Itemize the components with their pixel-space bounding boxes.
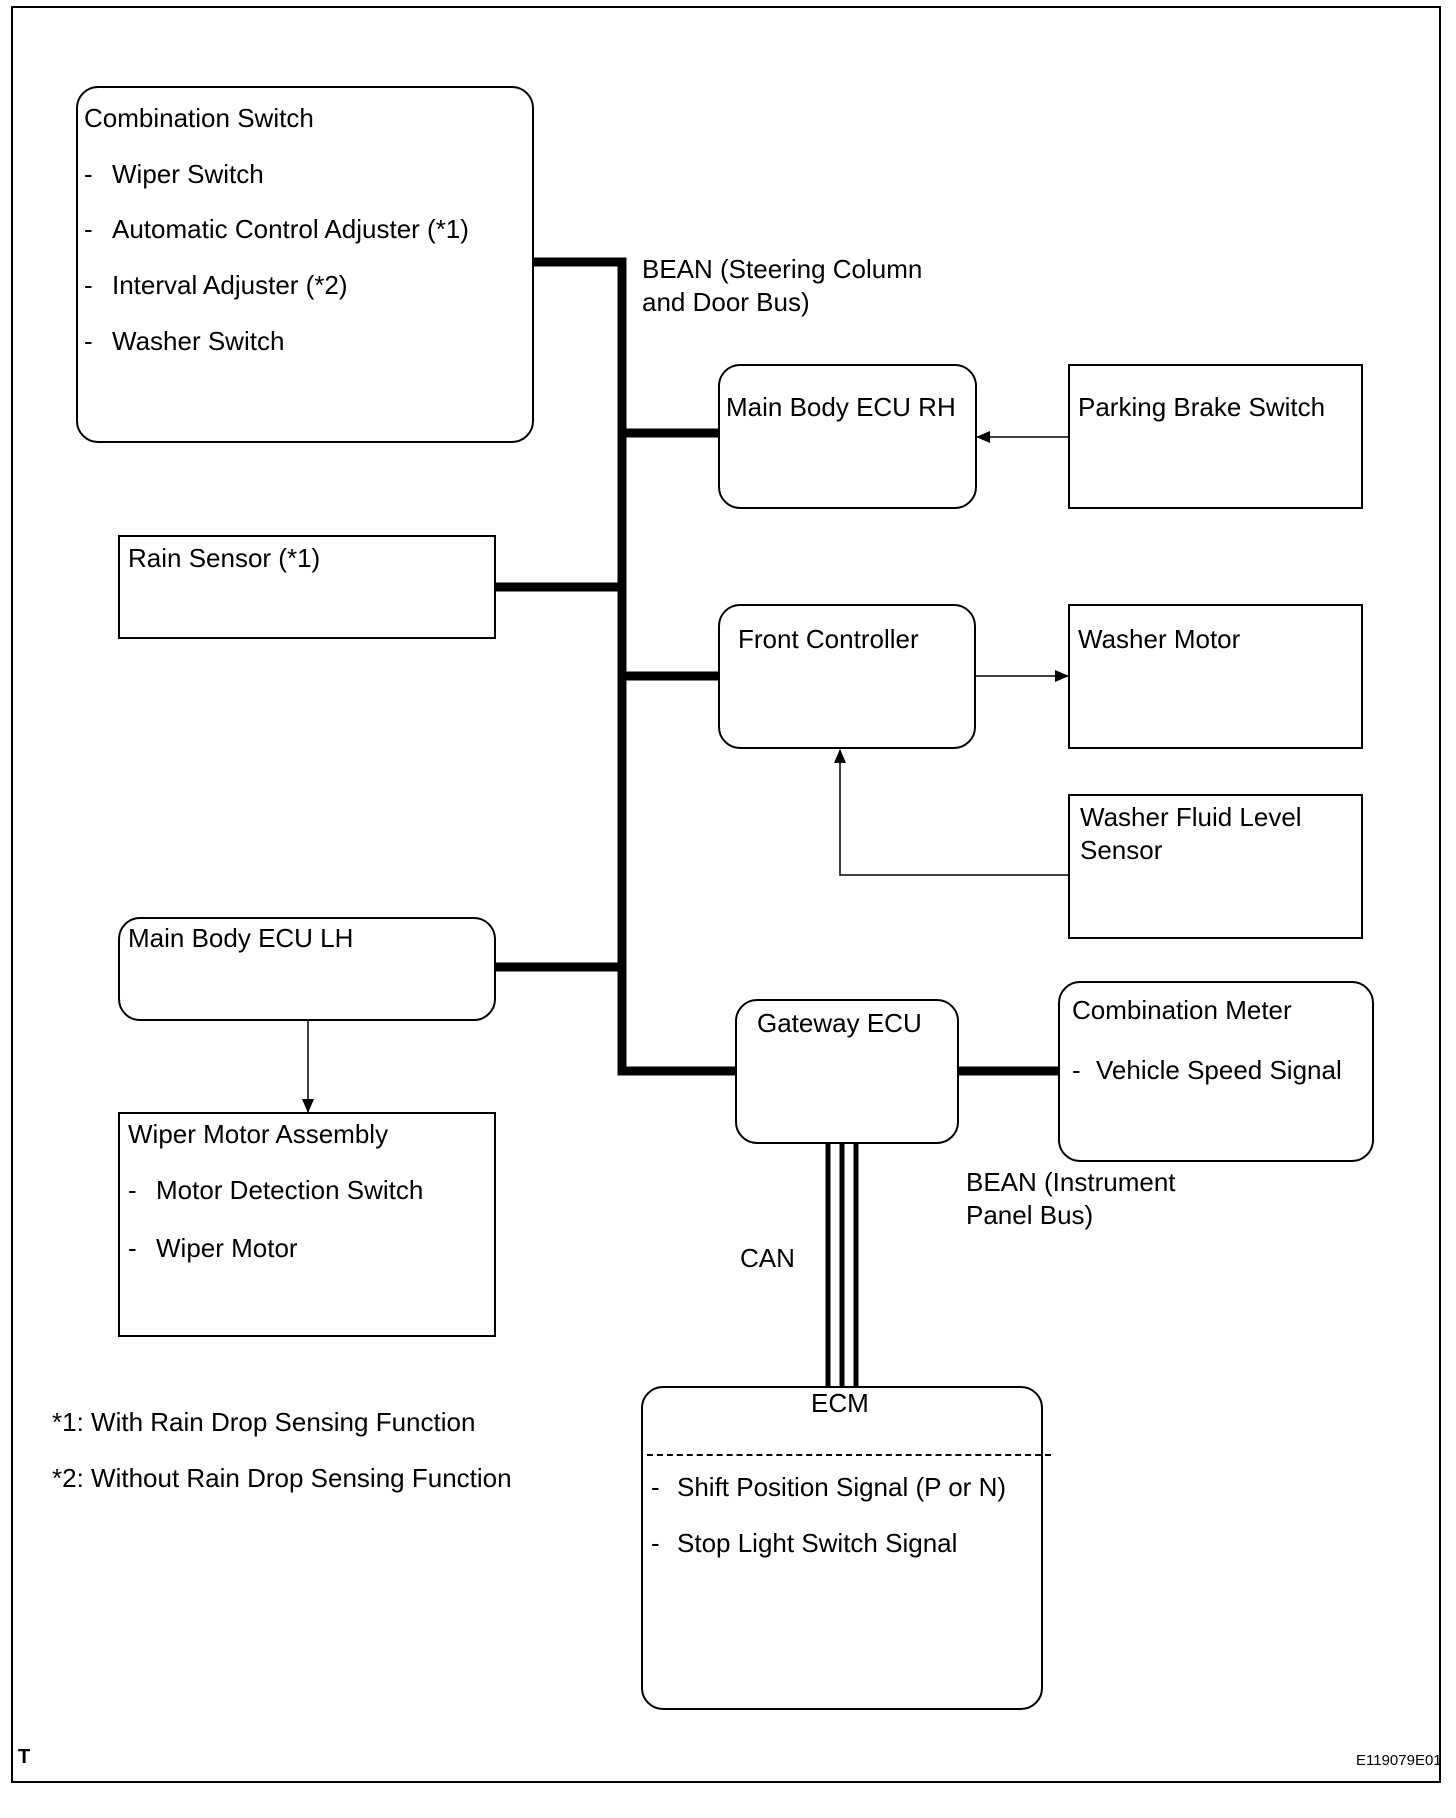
- washer-switch-label: Washer Switch: [112, 326, 285, 356]
- diagram-frame: [11, 6, 1441, 1783]
- auto-control-adjuster-label: Automatic Control Adjuster (*1): [112, 214, 469, 244]
- gateway-ecu-box: Gateway ECU: [735, 999, 959, 1144]
- wiper-switch-label: Wiper Switch: [112, 159, 264, 189]
- combination-switch-box: Combination Switch - Wiper Switch - Auto…: [76, 86, 534, 443]
- corner-mark: T: [18, 1746, 31, 1768]
- combination-switch-title: Combination Switch: [84, 103, 314, 133]
- bean-steering-bus: [496, 257, 735, 1076]
- washer-fluid-level-sensor-box: Washer Fluid Level Sensor: [1068, 794, 1363, 939]
- figure-code: E119079E01: [1356, 1752, 1442, 1769]
- washer-motor-box: Washer Motor: [1068, 604, 1363, 749]
- bean-steering-label-line1: BEAN (Steering Column: [642, 254, 923, 284]
- bullet-dash: -: [84, 270, 93, 300]
- bullet-dash: -: [128, 1175, 137, 1205]
- main-body-ecu-rh-box: Main Body ECU RH: [718, 364, 977, 509]
- bullet-dash: -: [84, 326, 93, 356]
- bullet-dash: -: [128, 1233, 137, 1263]
- gateway-ecu-label: Gateway ECU: [757, 1008, 922, 1038]
- washer-fluid-level-sensor-label-line2: Sensor: [1080, 835, 1163, 865]
- bullet-dash: -: [651, 1472, 660, 1502]
- footnote-1: *1: With Rain Drop Sensing Function: [52, 1407, 476, 1437]
- bean-instrument-label-line1: BEAN (Instrument: [966, 1167, 1176, 1197]
- shift-position-signal-label: Shift Position Signal (P or N): [677, 1472, 1006, 1502]
- bullet-dash: -: [84, 159, 93, 189]
- combination-meter-box: Combination Meter - Vehicle Speed Signal: [1058, 981, 1374, 1162]
- main-body-ecu-lh-box: Main Body ECU LH: [118, 917, 496, 1021]
- can-bus: [825, 1141, 859, 1386]
- bean-steering-label-line2: and Door Bus): [642, 287, 810, 317]
- parking-brake-switch-box: Parking Brake Switch: [1068, 364, 1363, 509]
- front-controller-box: Front Controller: [718, 604, 976, 749]
- front-controller-label: Front Controller: [738, 624, 919, 654]
- main-body-ecu-rh-label: Main Body ECU RH: [726, 392, 956, 422]
- washer-fluid-level-sensor-label-line1: Washer Fluid Level: [1080, 802, 1302, 832]
- wiper-motor-assembly-box: Wiper Motor Assembly - Motor Detection S…: [118, 1112, 496, 1337]
- rain-sensor-box: Rain Sensor (*1): [118, 535, 496, 639]
- motor-detection-switch-label: Motor Detection Switch: [156, 1175, 424, 1205]
- can-label: CAN: [740, 1243, 795, 1273]
- interval-adjuster-label: Interval Adjuster (*2): [112, 270, 348, 300]
- bean-instrument-label-line2: Panel Bus): [966, 1200, 1094, 1230]
- wiper-motor-assembly-title: Wiper Motor Assembly: [128, 1119, 389, 1149]
- wiper-motor-label: Wiper Motor: [156, 1233, 298, 1263]
- rain-sensor-label: Rain Sensor (*1): [128, 543, 321, 573]
- footnote-2: *2: Without Rain Drop Sensing Function: [52, 1463, 512, 1493]
- combination-meter-title: Combination Meter: [1072, 995, 1292, 1025]
- stop-light-switch-signal-label: Stop Light Switch Signal: [677, 1528, 958, 1558]
- ecm-divider: [647, 1454, 1051, 1456]
- bullet-dash: -: [651, 1528, 660, 1558]
- ecm-title: ECM: [811, 1388, 869, 1418]
- arrow-fluid-sensor-to-front-controller: [834, 749, 1068, 876]
- bullet-dash: -: [84, 214, 93, 244]
- main-body-ecu-lh-label: Main Body ECU LH: [128, 923, 354, 953]
- ecm-box: ECM - Shift Position Signal (P or N) - S…: [641, 1386, 1051, 1710]
- parking-brake-switch-label: Parking Brake Switch: [1078, 392, 1326, 422]
- vehicle-speed-signal-label: Vehicle Speed Signal: [1096, 1055, 1342, 1085]
- bullet-dash: -: [1072, 1055, 1081, 1085]
- washer-motor-label: Washer Motor: [1078, 624, 1241, 654]
